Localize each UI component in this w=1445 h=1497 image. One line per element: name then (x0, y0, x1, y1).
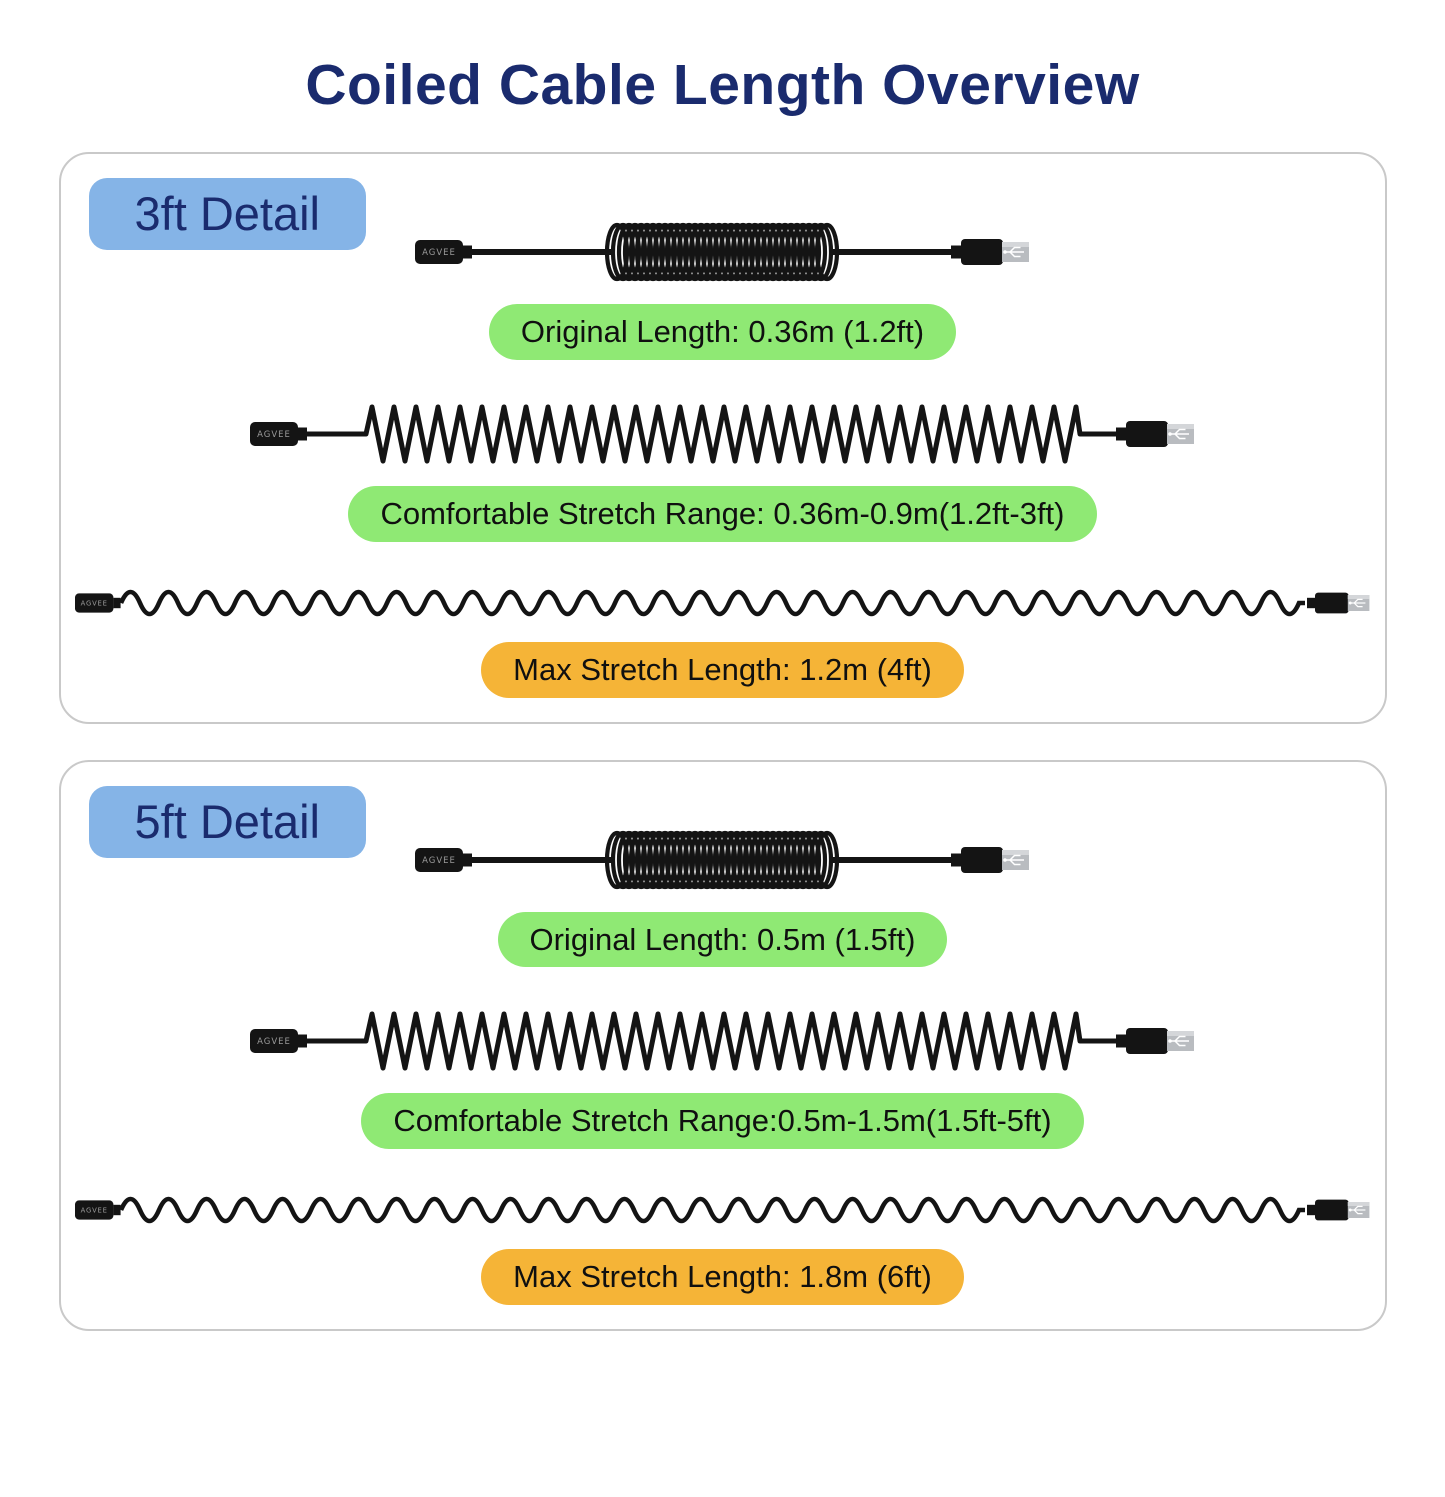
page-title: Coiled Cable Length Overview (305, 53, 1140, 117)
usb-c-connector: AGVEE (74, 1200, 121, 1220)
usb-a-connector (1115, 420, 1194, 447)
svg-text:AGVEE: AGVEE (257, 430, 291, 440)
usb-a-connector (1306, 1199, 1369, 1221)
usb-trident-icon (1349, 598, 1365, 607)
row-original-length: AGVEE Original Length: 0.5m (1.5ft) (61, 818, 1385, 968)
usb-c-connector: AGVEE (414, 240, 472, 264)
row-max-stretch: AGVEE Max Stretch Length: 1.2m (4ft) (61, 574, 1385, 698)
original-length-pill: Original Length: 0.36m (1.2ft) (488, 304, 957, 360)
cable-max-stretch-image: AGVEE (74, 589, 1369, 616)
panel-3ft-detail: 3ft Detail AGVEE Original Length: 0.36m … (58, 152, 1387, 724)
svg-text:AGVEE: AGVEE (422, 856, 456, 866)
cable-resting-image: AGVEE (414, 222, 1029, 282)
usb-trident-icon (1004, 854, 1024, 865)
original-length-pill: Original Length: 0.5m (1.5ft) (497, 911, 948, 968)
svg-text:AGVEE: AGVEE (80, 1207, 107, 1215)
usb-c-connector: AGVEE (414, 847, 472, 872)
usb-a-connector (1115, 1028, 1194, 1055)
usb-a-connector (950, 846, 1029, 873)
row-original-length: AGVEE Original Length: 0.36m (1.2ft) (61, 210, 1385, 360)
max-stretch-pill: Max Stretch Length: 1.2m (4ft) (481, 641, 964, 698)
cable-resting-image: AGVEE (414, 830, 1029, 889)
svg-text:AGVEE: AGVEE (422, 248, 456, 258)
usb-trident-icon (1349, 1206, 1365, 1215)
usb-trident-icon (1169, 428, 1189, 440)
usb-trident-icon (1169, 1036, 1189, 1047)
svg-text:AGVEE: AGVEE (257, 1037, 291, 1047)
usb-c-connector: AGVEE (249, 421, 307, 446)
panel-label-5ft: 5ft Detail (88, 785, 366, 858)
row-comfortable-stretch: AGVEE Comfortable Stretch Range:0.5m-1.5… (61, 999, 1385, 1150)
row-comfortable-stretch: AGVEE Comfortable Stretch Range: 0.36m-0… (61, 392, 1385, 542)
svg-text:AGVEE: AGVEE (80, 599, 107, 607)
cable-comfortable-stretch-image: AGVEE (249, 404, 1194, 464)
comfortable-stretch-pill: Comfortable Stretch Range:0.5m-1.5m(1.5f… (361, 1093, 1084, 1150)
usb-trident-icon (1004, 246, 1024, 258)
usb-c-connector: AGVEE (74, 593, 121, 613)
usb-c-connector: AGVEE (249, 1029, 307, 1054)
panel-label-3ft: 3ft Detail (88, 178, 366, 251)
row-max-stretch: AGVEE Max Stretch Length: 1.8m (6ft) (61, 1181, 1385, 1306)
max-stretch-pill: Max Stretch Length: 1.8m (6ft) (481, 1249, 964, 1306)
usb-a-connector (950, 239, 1029, 265)
cable-max-stretch-image: AGVEE (74, 1197, 1369, 1224)
usb-a-connector (1306, 592, 1369, 614)
cable-comfortable-stretch-image: AGVEE (249, 1011, 1194, 1071)
panel-5ft-detail: 5ft Detail AGVEE Original Length: 0.5m (… (58, 759, 1387, 1332)
comfortable-stretch-pill: Comfortable Stretch Range: 0.36m-0.9m(1.… (348, 485, 1097, 542)
